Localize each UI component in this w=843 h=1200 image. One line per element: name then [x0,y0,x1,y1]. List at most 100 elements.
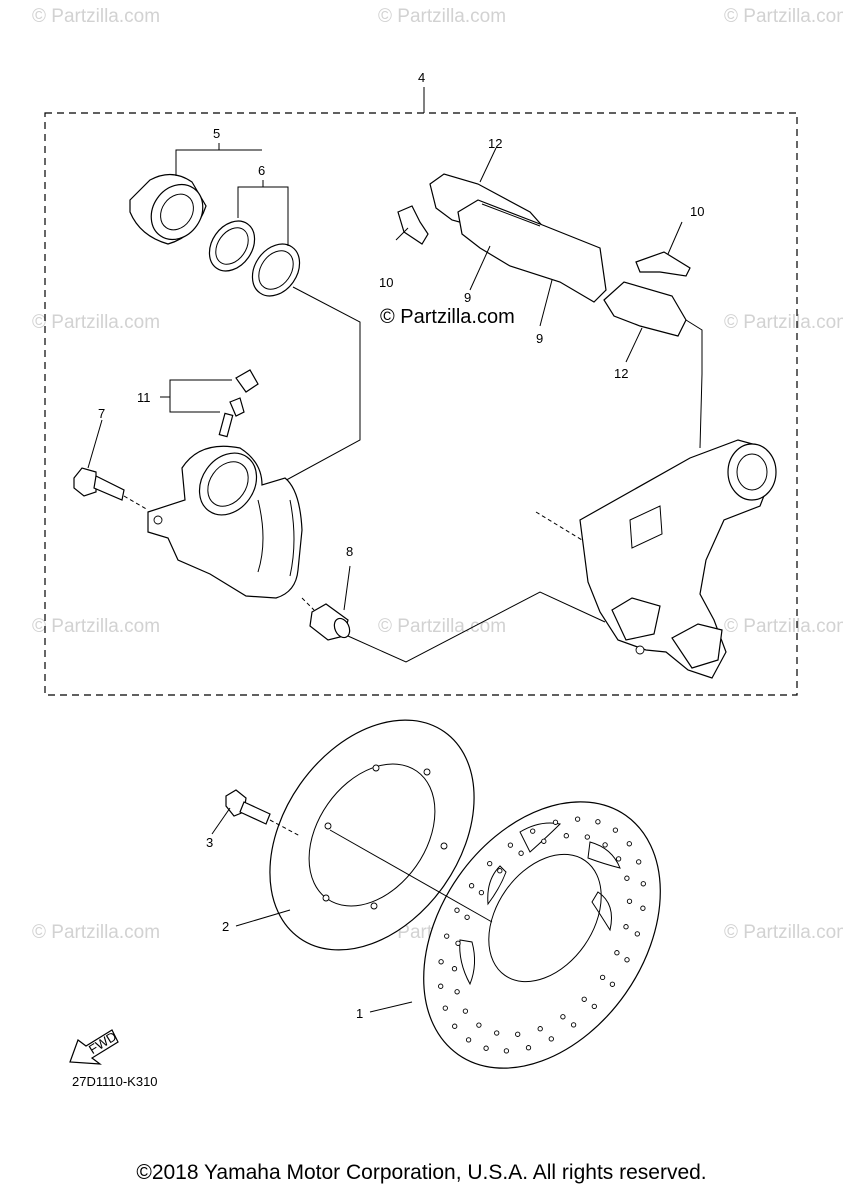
drill-hole [503,1048,510,1054]
drill-hole [581,996,587,1002]
drill-hole [634,931,640,937]
callout-7: 7 [98,406,105,421]
leader-line [267,286,361,491]
drill-hole [497,868,503,874]
drill-hole [452,1023,458,1029]
leader-line [169,379,232,413]
piston-seals [208,220,301,297]
drill-hole [483,1045,489,1051]
drill-hole [552,819,559,825]
drill-hole [462,1008,469,1014]
callout-8: 8 [346,544,353,559]
drill-hole [476,1022,482,1028]
leader-line [685,319,703,449]
drill-hole [584,834,590,840]
callout-9: 9 [536,331,543,346]
drill-hole [444,933,450,939]
leader-line [175,149,262,176]
drill-hole [468,883,475,889]
callout-1: 1 [356,1006,363,1021]
watermark: © Partzilla.com [724,616,843,637]
drill-hole [623,924,629,930]
callout-12: 12 [614,366,628,381]
drill-hole [451,966,458,972]
pad-springs [397,205,691,277]
drill-hole [537,1026,543,1032]
piston [129,173,207,245]
brake-disc [423,801,661,1069]
drill-hole [541,838,547,844]
slide-pin [309,603,351,641]
drill-hole [614,950,620,956]
drill-hole [465,1037,472,1043]
drill-hole [602,842,608,848]
fwd-label: FWD [86,1029,119,1057]
callout-11: 11 [137,390,151,405]
caliper-bolt [73,467,125,501]
drill-hole [464,914,470,920]
brake-disc-plate [269,719,475,951]
brake-pads [429,173,607,303]
drill-hole [640,905,646,911]
drill-hole [454,989,460,995]
watermark: © Partzilla.com [378,616,506,637]
callout-10: 10 [690,204,704,219]
center-watermark: © Partzilla.com [380,306,515,328]
drill-hole [624,875,630,881]
callout-10: 10 [379,275,393,290]
drill-hole [494,1030,500,1036]
watermark: © Partzilla.com [724,312,843,333]
drill-hole [563,833,569,839]
leader-line [347,591,606,663]
caliper-body [147,445,303,599]
copyright-notice: ©2018 Yamaha Motor Corporation, U.S.A. A… [136,1161,707,1184]
drill-hole [626,898,633,904]
callout-4: 4 [418,70,425,85]
drill-hole [515,1031,521,1037]
callout-5: 5 [213,126,220,141]
drill-hole [574,816,581,822]
drill-hole [454,907,460,913]
drill-hole [487,860,493,867]
drill-hole [591,1003,597,1010]
watermark: © Partzilla.com [378,6,506,27]
drill-hole [595,819,601,825]
drill-hole [442,1005,448,1011]
drill-hole [609,981,616,987]
callout-3: 3 [206,835,213,850]
drill-hole [548,1036,554,1042]
drill-hole [438,983,444,989]
drill-hole [560,1014,566,1020]
drill-hole [636,859,642,865]
drill-hole [570,1022,577,1028]
drill-hole [478,889,485,896]
drill-hole [624,957,630,963]
drill-hole [507,842,514,848]
drill-hole [525,1045,532,1051]
forward-arrow-icon: FWD [69,1029,119,1065]
drill-hole [518,850,524,856]
caliper-bracket [579,439,777,679]
watermark: © Partzilla.com [32,922,160,943]
watermark: © Partzilla.com [32,312,160,333]
drill-hole [530,828,536,834]
drill-hole [612,827,619,833]
callout-6: 6 [258,163,265,178]
callout-9: 9 [464,290,471,305]
disc-bolt [225,789,271,825]
drill-hole [599,974,606,981]
caliper-assembly-box [44,112,798,696]
callout-2: 2 [222,919,229,934]
callout-12: 12 [488,136,502,151]
watermark: © Partzilla.com [32,616,160,637]
watermark: © Partzilla.com [724,922,843,943]
diagram-code: 27D1110-K310 [72,1074,158,1089]
drill-hole [626,841,632,847]
watermark: © Partzilla.com [32,6,160,27]
drill-hole [640,881,646,887]
drill-hole [455,940,461,946]
drill-hole [438,959,444,965]
bleeder-screw [218,369,259,438]
watermark: © Partzilla.com [724,6,843,27]
